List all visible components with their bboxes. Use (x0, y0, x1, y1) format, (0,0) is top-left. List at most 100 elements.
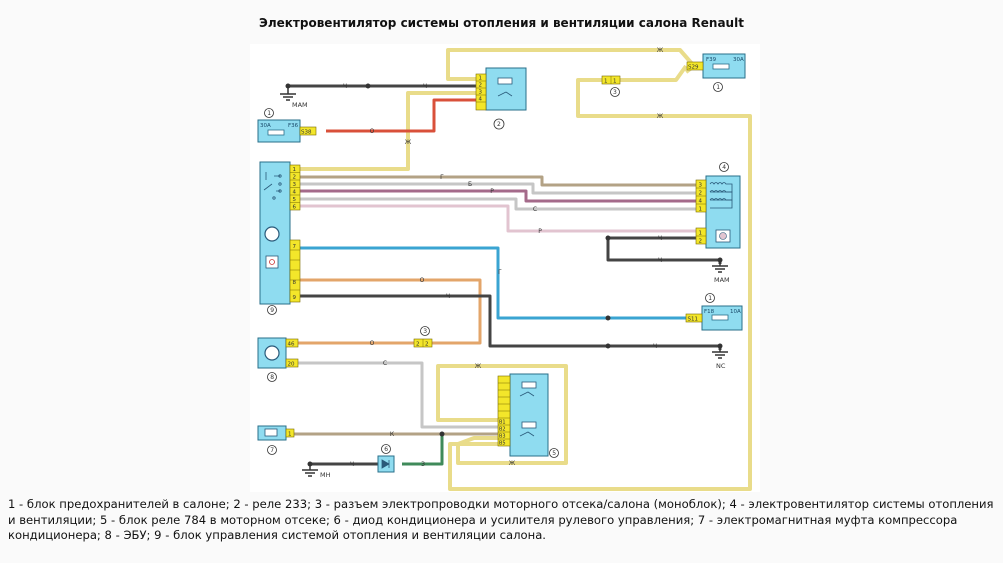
clutch-icon (264, 428, 278, 437)
svg-text:9: 9 (270, 307, 274, 314)
wire-blue-hvac7-f18 (298, 246, 686, 320)
wire-code-label: К (390, 431, 395, 438)
svg-text:F39: F39 (706, 57, 717, 63)
wire-brown-hvac2 (298, 175, 696, 187)
wire-code-label: З (421, 461, 425, 468)
wire-red-f36-relay (326, 98, 478, 133)
ground-symbol-nc (712, 346, 728, 359)
junction-dot (605, 315, 611, 321)
svg-text:B3: B3 (499, 434, 506, 440)
wire-code-label: Ч (446, 293, 450, 300)
diode: 6 (377, 444, 395, 473)
svg-text:3: 3 (293, 182, 297, 188)
wire-code-label: Г (440, 174, 444, 181)
wire-code-label: Ж (405, 139, 412, 146)
wire-orange-hvac8 (296, 278, 482, 345)
svg-text:46: 46 (288, 342, 295, 348)
svg-text:1: 1 (699, 231, 703, 237)
fuse-box-f36: 30A F36 S38 1 (257, 108, 317, 143)
svg-text:6: 6 (384, 446, 388, 453)
wiring-diagram: Ч Ч О Ж Ж Ж Г Б Р С Р Ч Ч Г О Ч Ч О С К … (250, 44, 760, 492)
motor-symbol-icon (264, 226, 280, 242)
wire-grey-ecu-relay5 (296, 361, 498, 429)
svg-text:2: 2 (497, 121, 501, 128)
svg-text:8: 8 (293, 280, 297, 286)
wire-code-label: Ч (423, 83, 427, 90)
ground-symbol-mh (302, 464, 318, 477)
svg-text:8: 8 (270, 374, 274, 381)
svg-text:7: 7 (293, 244, 297, 250)
wire-code-label: О (370, 128, 375, 135)
wire-grey-hvac5 (298, 197, 696, 211)
wire-violet-hvac4 (298, 189, 696, 203)
wire-code-label: Ж (657, 113, 664, 120)
diagram-title: Электровентилятор системы отопления и ве… (259, 16, 744, 30)
junction-dot (605, 343, 611, 349)
svg-text:S29: S29 (688, 65, 699, 71)
svg-text:5: 5 (552, 450, 556, 457)
svg-text:2: 2 (699, 239, 703, 245)
svg-text:1: 1 (267, 110, 271, 117)
fuse-box-f18: F18 10A S11 1 (685, 293, 743, 331)
svg-text:1: 1 (293, 167, 297, 173)
wire-grey-hvac3 (298, 182, 696, 195)
wire-code-label: С (383, 360, 387, 367)
junction-dot (605, 235, 611, 241)
wire-code-label: Ч (658, 257, 662, 264)
fan-symbol-icon (265, 255, 279, 269)
connector-3-mid: 2 2 3 (413, 326, 433, 348)
svg-text:B2: B2 (499, 427, 506, 433)
wire-code-label: Р (538, 228, 542, 235)
svg-text:3: 3 (479, 90, 483, 96)
svg-text:B5: B5 (499, 441, 506, 447)
wire-yellow-relay5-loop1 (436, 364, 568, 465)
svg-text:1: 1 (716, 84, 720, 91)
svg-text:3: 3 (699, 183, 703, 189)
connector-3-top: 1 1 3 (601, 75, 621, 97)
legend-caption: 1 - блок предохранителей в салоне; 2 - р… (8, 497, 994, 543)
svg-text:30A: 30A (733, 57, 744, 63)
ground-label-nc: NC (716, 362, 726, 370)
svg-text:5: 5 (293, 197, 297, 203)
svg-text:1: 1 (288, 432, 292, 438)
fan-motor: 3 2 4 1 1 2 4 (695, 162, 741, 249)
diode-icon (381, 459, 390, 469)
svg-text:B1: B1 (499, 420, 506, 426)
ground-symbol-mam-right (712, 260, 728, 273)
svg-text:S38: S38 (301, 130, 312, 136)
relay-233: 1 2 3 4 2 (475, 67, 527, 130)
wire-code-label: Ж (657, 47, 664, 54)
ground-label-mh: MH (320, 471, 331, 479)
wire-code-label: О (420, 277, 425, 284)
junction-dot (365, 83, 371, 89)
svg-text:6: 6 (293, 205, 297, 211)
junction-dot (439, 431, 445, 437)
wire-pink-hvac6 (298, 204, 696, 233)
svg-text:1: 1 (479, 76, 483, 82)
svg-text:30A: 30A (260, 123, 271, 129)
wire-code-label: Г (498, 269, 502, 276)
svg-text:1: 1 (604, 79, 608, 85)
svg-text:7: 7 (270, 447, 274, 454)
svg-text:4: 4 (699, 199, 703, 205)
svg-text:3: 3 (423, 328, 427, 335)
ac-clutch: 1 7 (257, 425, 295, 455)
svg-text:4: 4 (722, 164, 726, 171)
ecu: 46 20 8 (257, 337, 299, 382)
svg-text:1: 1 (613, 79, 617, 85)
svg-text:2: 2 (416, 342, 420, 348)
svg-text:20: 20 (288, 362, 295, 368)
svg-text:9: 9 (293, 295, 297, 301)
svg-text:3: 3 (613, 89, 617, 96)
svg-text:1: 1 (708, 295, 712, 302)
wire-green-diode (402, 434, 444, 466)
svg-text:F36: F36 (288, 123, 299, 129)
wire-code-label: С (533, 206, 537, 213)
svg-text:10A: 10A (730, 309, 741, 315)
wire-code-label: Ч (343, 83, 347, 90)
svg-text:4: 4 (293, 190, 297, 196)
wire-code-label: О (370, 340, 375, 347)
wire-code-label: Ч (658, 235, 662, 242)
svg-text:2: 2 (425, 342, 429, 348)
wire-code-label: Ч (653, 343, 657, 350)
